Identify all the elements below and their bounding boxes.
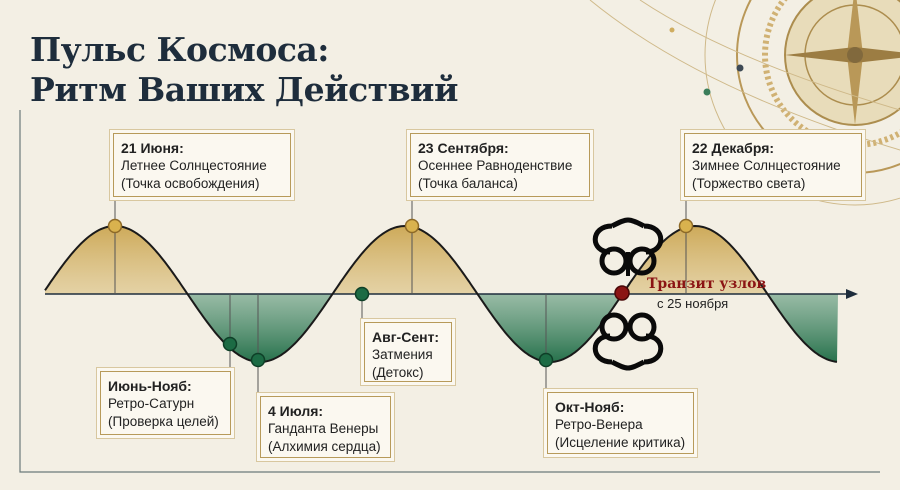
title-line-2: Ритм Ваших Действий — [30, 70, 459, 109]
frame-lines — [19, 110, 880, 473]
card-line: (Алхимия сердца) — [268, 439, 381, 454]
peak-card-autumn-equinox: 23 Сентября: Осеннее Равноденствие (Точк… — [410, 133, 590, 197]
card-line: Ретро-Сатурн — [108, 396, 195, 411]
transit-subtitle: с 25 ноября — [657, 296, 729, 311]
card-heading: Июнь-Нояб: — [108, 378, 192, 394]
trough-marker — [250, 352, 266, 368]
time-axis — [45, 289, 858, 299]
peak-marker — [678, 218, 694, 234]
trough-marker — [354, 286, 370, 302]
card-line: (Точка баланса) — [418, 176, 518, 191]
card-line: Осеннее Равноденствие — [418, 158, 573, 173]
card-line: Зимнее Солнцестояние — [692, 158, 841, 173]
peak-marker — [107, 218, 123, 234]
transit-title: Транзит узлов — [647, 276, 767, 292]
card-heading: Окт-Нояб: — [555, 399, 625, 415]
peak-card-winter-solstice: 22 Декабря: Зимнее Солнцестояние (Торжес… — [684, 133, 862, 197]
trough-marker — [222, 336, 238, 352]
wave-fills — [45, 226, 838, 362]
card-line: Ганданта Венеры — [268, 421, 379, 436]
card-heading: 22 Декабря: — [692, 140, 775, 156]
card-line: (Детокс) — [372, 365, 424, 380]
transit-marker — [614, 285, 630, 301]
card-line: (Торжество света) — [692, 176, 806, 191]
trough-card-eclipses: Авг-Сент: Затмения (Детокс) — [364, 322, 452, 382]
peak-marker — [404, 218, 420, 234]
card-heading: 23 Сентября: — [418, 140, 509, 156]
card-heading: 4 Июля: — [268, 403, 324, 419]
card-line: (Исцеление критика) — [555, 435, 686, 450]
card-line: Ретро-Венера — [555, 417, 643, 432]
trough-marker — [538, 352, 554, 368]
card-line: (Проверка целей) — [108, 414, 219, 429]
card-heading: 21 Июня: — [121, 140, 184, 156]
energy-wave — [44, 224, 838, 363]
lunar-nodes-icon — [592, 217, 664, 371]
title-line-1: Пульс Космоса: — [30, 30, 330, 69]
trough-card-venus-retro: Окт-Нояб: Ретро-Венера (Исцеление критик… — [547, 392, 694, 454]
trough-markers — [222, 286, 554, 368]
peak-markers — [107, 218, 694, 234]
trough-card-saturn-retro: Июнь-Нояб: Ретро-Сатурн (Проверка целей) — [100, 371, 231, 435]
page-title: Пульс Космоса: Ритм Ваших Действий — [30, 30, 459, 110]
axis-arrow-icon — [846, 289, 858, 299]
card-heading: Авг-Сент: — [372, 329, 440, 345]
card-line: Летнее Солнцестояние — [121, 158, 267, 173]
trough-card-venus-gandanta: 4 Июля: Ганданта Венеры (Алхимия сердца) — [260, 396, 391, 458]
peak-card-summer-solstice: 21 Июня: Летнее Солнцестояние (Точка осв… — [113, 133, 291, 197]
card-line: (Точка освобождения) — [121, 176, 260, 191]
card-line: Затмения — [372, 347, 433, 362]
